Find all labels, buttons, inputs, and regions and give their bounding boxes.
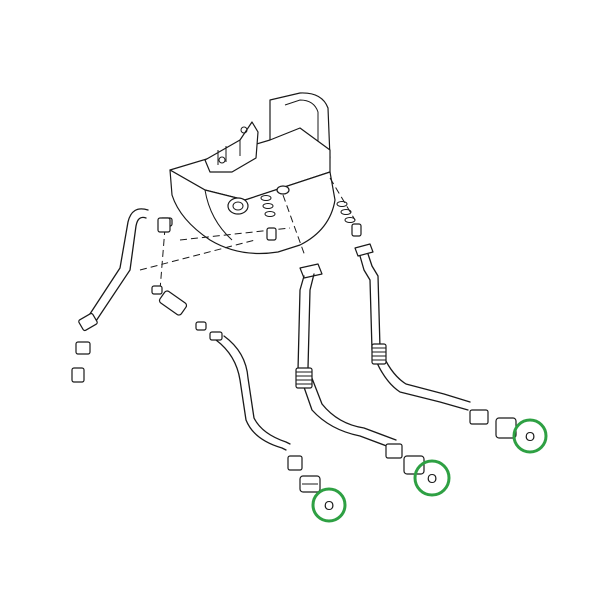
oring-middle-label: O <box>427 471 437 486</box>
tank <box>159 92 336 255</box>
oring-left-label: O <box>324 498 334 513</box>
right-pipe <box>354 243 517 439</box>
left-pipe <box>209 331 321 493</box>
oring-middle[interactable]: O <box>413 459 451 497</box>
loose-fittings <box>71 285 207 383</box>
oring-middle-highlight-circle <box>413 459 451 497</box>
tank-fittings <box>260 195 362 241</box>
middle-pipe <box>295 263 425 475</box>
oring-right[interactable]: O <box>512 418 548 454</box>
oring-left-highlight-circle <box>311 487 347 523</box>
oring-right-label: O <box>525 429 535 444</box>
left-hose <box>78 208 171 332</box>
oring-right-highlight-circle <box>512 418 548 454</box>
oring-left[interactable]: O <box>311 487 347 523</box>
